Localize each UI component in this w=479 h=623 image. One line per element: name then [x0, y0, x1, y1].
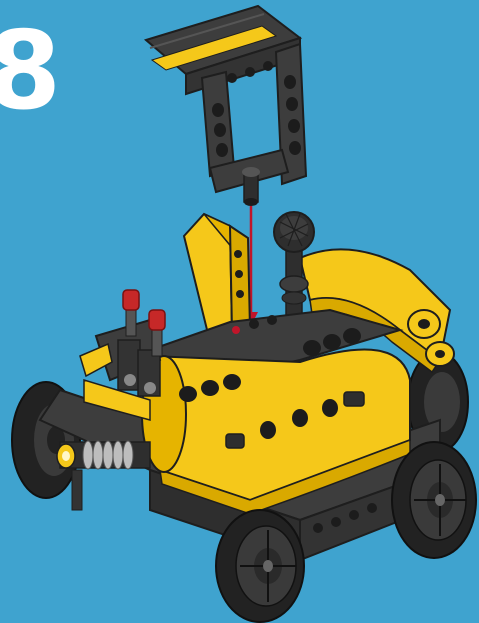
front-wheel-right	[392, 442, 476, 558]
front-wheel-left	[216, 510, 304, 622]
top-frame-part	[146, 6, 306, 206]
